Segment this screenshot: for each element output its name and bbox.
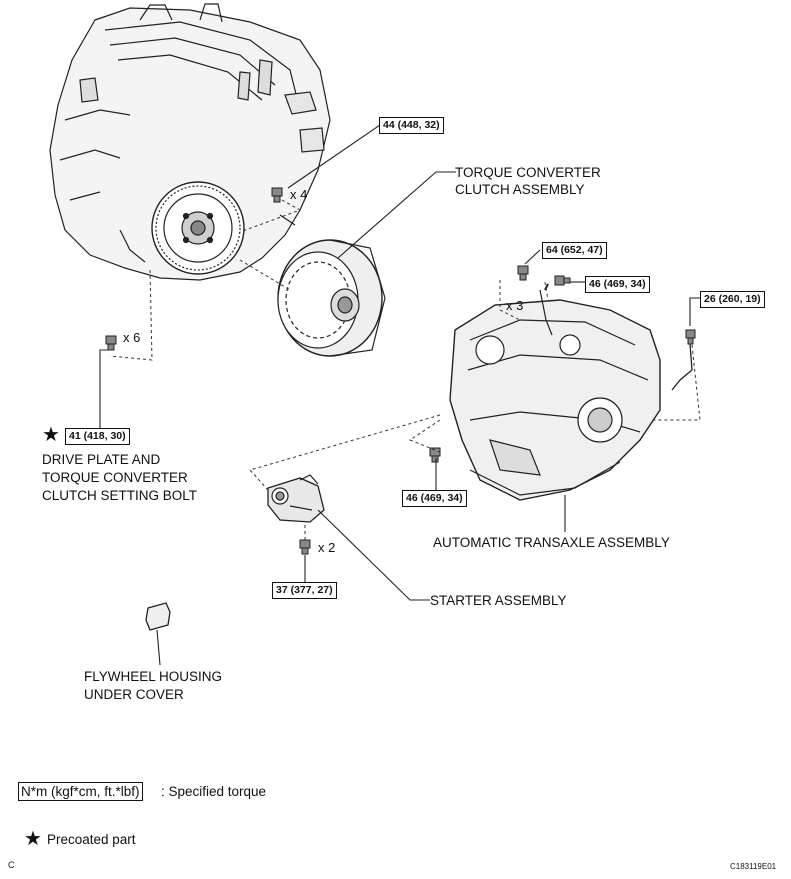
star-icon: ★ <box>42 424 60 446</box>
label-drive-plate-3: CLUTCH SETTING BOLT <box>42 488 198 503</box>
bolt-26 <box>685 329 696 345</box>
legend-torque-text: : Specified torque <box>161 784 267 799</box>
bolt-44 <box>271 187 283 203</box>
torque-box-46-top: 46 (469, 34) <box>585 276 650 293</box>
engine-block <box>49 3 331 281</box>
bolt-64 <box>517 265 529 281</box>
transaxle <box>449 283 661 501</box>
torque-converter <box>277 239 386 357</box>
label-drive-plate-2: TORQUE CONVERTER <box>42 470 188 485</box>
bolt-41 <box>105 335 117 351</box>
starter <box>267 474 325 523</box>
sensor-wire <box>671 343 693 391</box>
torque-box-44: 44 (448, 32) <box>379 117 444 134</box>
label-flywheel-2: UNDER COVER <box>84 687 184 702</box>
torque-box-37: 37 (377, 27) <box>272 582 337 599</box>
bolt-37 <box>299 539 311 555</box>
under-cover-part <box>145 602 171 631</box>
bolt-46-bottom <box>429 447 441 463</box>
label-drive-plate-1: DRIVE PLATE AND <box>42 452 161 467</box>
qty-x3: x 3 <box>506 298 524 313</box>
drive-plate <box>151 181 245 275</box>
label-torque-converter-1: TORQUE CONVERTER <box>455 165 601 180</box>
qty-x2: x 2 <box>318 540 336 555</box>
legend-torque-unit: N*m (kgf*cm, ft.*lbf) <box>18 782 143 801</box>
qty-x4: x 4 <box>290 187 308 202</box>
label-transaxle: AUTOMATIC TRANSAXLE ASSEMBLY <box>433 535 670 550</box>
torque-box-26: 26 (260, 19) <box>700 291 765 308</box>
torque-box-64: 64 (652, 47) <box>542 242 607 259</box>
label-torque-converter-2: CLUTCH ASSEMBLY <box>455 182 585 197</box>
label-flywheel-1: FLYWHEEL HOUSING <box>84 669 223 684</box>
star-icon: ★ <box>24 828 42 850</box>
bolt-46-top <box>554 275 571 286</box>
torque-box-46-bottom: 46 (469, 34) <box>402 490 467 507</box>
label-starter: STARTER ASSEMBLY <box>430 593 567 608</box>
legend-precoated-text: Precoated part <box>47 832 136 847</box>
footer-left: C <box>8 860 15 870</box>
footer-right: C183119E01 <box>730 862 777 871</box>
torque-box-41: 41 (418, 30) <box>65 428 130 445</box>
qty-x6: x 6 <box>123 330 141 345</box>
